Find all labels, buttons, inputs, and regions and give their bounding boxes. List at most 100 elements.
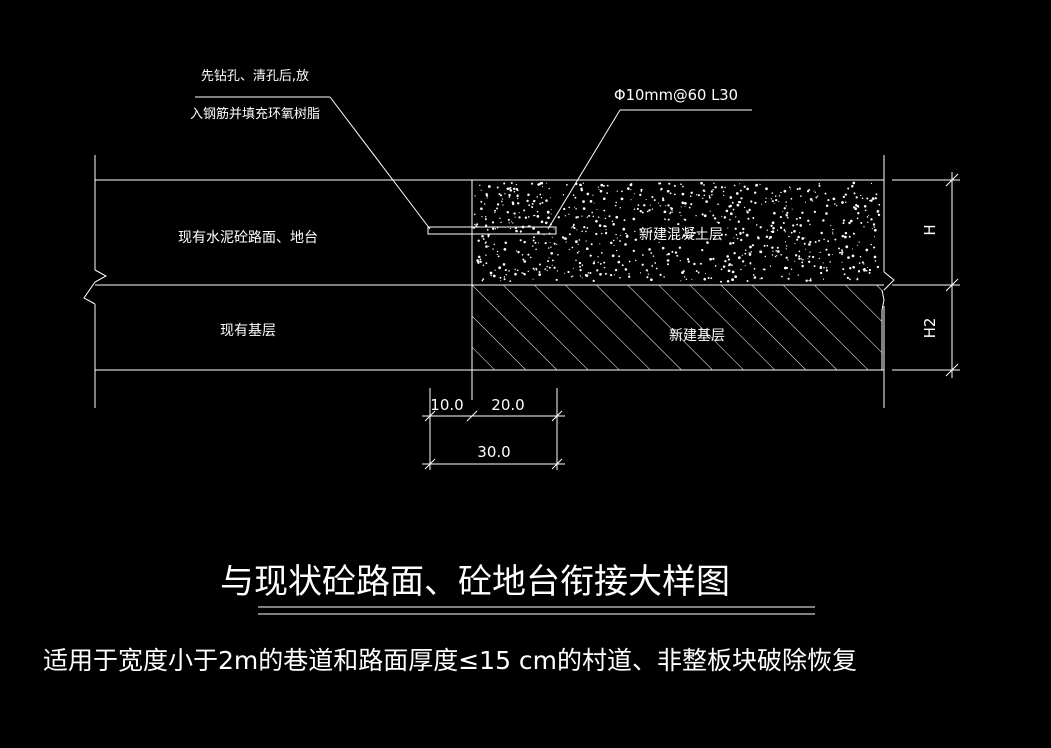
speckle bbox=[809, 240, 812, 244]
speckle bbox=[779, 216, 782, 219]
speckle bbox=[602, 197, 606, 201]
speckle bbox=[677, 222, 680, 226]
speckle bbox=[613, 274, 615, 276]
speckle bbox=[769, 265, 772, 267]
speckle bbox=[801, 237, 805, 240]
speckle bbox=[794, 243, 796, 245]
speckle bbox=[744, 249, 747, 251]
speckle bbox=[687, 260, 690, 263]
speckle bbox=[764, 201, 767, 203]
speckle bbox=[642, 254, 644, 256]
speckle bbox=[547, 216, 550, 220]
width-dimensions bbox=[422, 388, 565, 470]
speckle bbox=[761, 203, 763, 205]
speckle bbox=[551, 264, 553, 266]
speckle bbox=[695, 270, 698, 273]
speckle bbox=[791, 208, 793, 210]
speckle bbox=[771, 230, 774, 233]
speckle bbox=[541, 201, 544, 204]
speckle bbox=[750, 200, 753, 203]
speckle bbox=[794, 254, 798, 257]
speckle bbox=[815, 196, 818, 199]
speckle bbox=[697, 272, 700, 274]
speckle bbox=[827, 199, 830, 202]
speckle bbox=[798, 257, 801, 260]
speckle bbox=[729, 242, 732, 245]
rebar-spec-label: Φ10mm@60 L30 bbox=[614, 86, 738, 104]
speckle bbox=[704, 272, 707, 275]
speckle bbox=[582, 200, 585, 203]
speckle bbox=[579, 268, 582, 272]
speckle bbox=[739, 232, 742, 235]
speckle bbox=[639, 228, 642, 231]
speckle bbox=[690, 203, 693, 206]
speckle bbox=[739, 183, 741, 185]
speckle bbox=[604, 231, 608, 235]
speckle bbox=[800, 258, 803, 260]
speckle bbox=[873, 255, 877, 259]
speckle bbox=[587, 272, 590, 274]
speckle bbox=[533, 269, 536, 271]
speckle bbox=[603, 209, 606, 212]
speckle bbox=[712, 188, 714, 191]
speckle bbox=[845, 245, 849, 249]
speckle bbox=[491, 221, 495, 224]
speckle bbox=[669, 211, 672, 214]
speckle bbox=[483, 203, 486, 205]
speckle bbox=[839, 251, 841, 254]
speckle bbox=[627, 275, 631, 278]
speckle bbox=[819, 266, 823, 270]
speckle bbox=[496, 227, 499, 229]
speckle bbox=[581, 277, 583, 279]
speckle bbox=[658, 241, 660, 244]
speckle bbox=[788, 273, 790, 275]
speckle bbox=[589, 200, 593, 203]
speckle bbox=[809, 278, 812, 280]
speckle bbox=[528, 204, 531, 207]
speckle bbox=[592, 262, 596, 265]
speckle bbox=[680, 215, 682, 217]
speckle bbox=[708, 195, 711, 197]
speckle bbox=[628, 272, 630, 275]
speckle bbox=[841, 261, 843, 263]
speckle bbox=[764, 255, 767, 258]
speckle bbox=[776, 255, 778, 257]
speckle bbox=[822, 278, 825, 280]
speckle bbox=[708, 196, 711, 199]
speckle bbox=[575, 240, 578, 244]
speckle bbox=[617, 260, 621, 264]
speckle bbox=[598, 188, 600, 191]
speckle bbox=[838, 247, 840, 250]
drawing-subtitle: 适用于宽度小于2m的巷道和路面厚度≤15 cm的村道、非整板块破除恢复 bbox=[43, 646, 857, 675]
speckle bbox=[611, 254, 615, 258]
speckle bbox=[658, 202, 660, 204]
speckle bbox=[724, 186, 726, 189]
speckle bbox=[720, 186, 724, 189]
speckle bbox=[680, 206, 682, 208]
speckle bbox=[755, 184, 758, 187]
speckle bbox=[550, 213, 552, 215]
speckle bbox=[799, 232, 801, 234]
speckle bbox=[746, 210, 748, 212]
speckle bbox=[680, 280, 682, 282]
speckle bbox=[771, 254, 774, 256]
speckle bbox=[517, 250, 520, 254]
speckle bbox=[816, 195, 819, 197]
speckle bbox=[619, 240, 621, 242]
speckle bbox=[474, 223, 476, 226]
speckle bbox=[772, 226, 775, 230]
speckle bbox=[803, 242, 806, 245]
speckle bbox=[797, 274, 800, 276]
speckle bbox=[807, 258, 809, 260]
speckle bbox=[522, 272, 525, 275]
speckle bbox=[681, 201, 685, 205]
speckle bbox=[621, 190, 623, 193]
speckle bbox=[616, 190, 618, 192]
speckle bbox=[651, 208, 654, 210]
speckle bbox=[825, 267, 828, 269]
speckle bbox=[878, 203, 881, 206]
speckle bbox=[784, 231, 787, 233]
speckle bbox=[685, 278, 688, 281]
speckle bbox=[722, 190, 725, 193]
speckle bbox=[752, 217, 755, 219]
